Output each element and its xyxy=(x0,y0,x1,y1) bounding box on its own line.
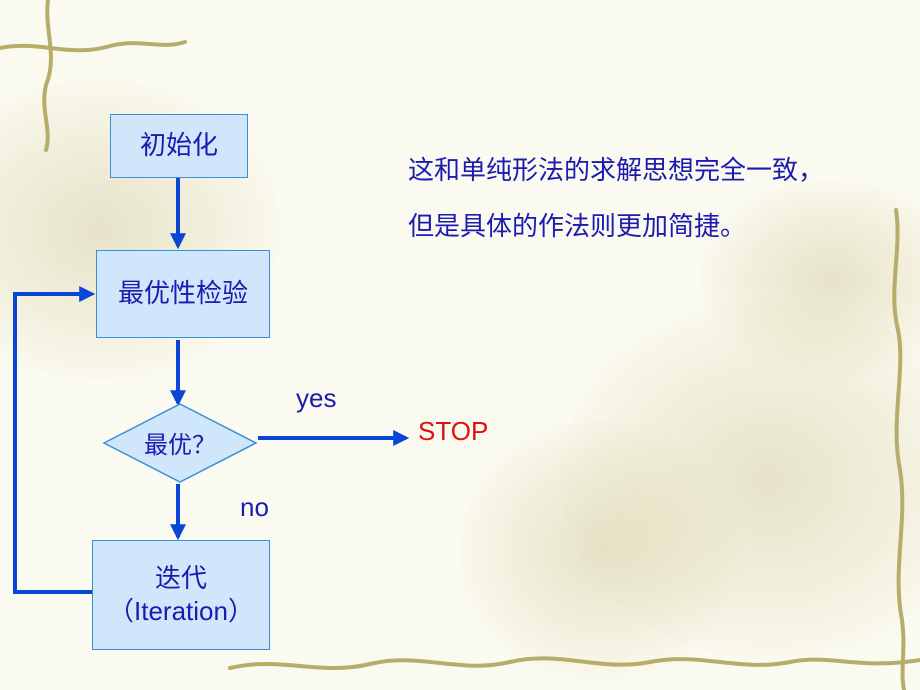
arrow-iterate-loop-back xyxy=(13,286,96,594)
decision-diamond xyxy=(102,403,258,483)
init-box: 初始化 xyxy=(110,114,248,178)
iterate-sublabel: （Iteration） xyxy=(108,596,254,626)
init-label: 初始化 xyxy=(139,130,218,161)
flow-arrows xyxy=(13,178,410,594)
note-line-2: 但是具体的作法则更加简捷。 xyxy=(408,212,747,242)
background-flower xyxy=(460,420,740,680)
iterate-label: 迭代 xyxy=(154,563,207,594)
note-line-1: 这和单纯形法的求解思想完全一致， xyxy=(408,156,825,186)
yes-label: yes xyxy=(296,383,337,413)
optimality-check-box: 最优性检验 xyxy=(96,250,270,338)
iterate-box: 迭代 （Iteration） xyxy=(92,540,270,650)
no-label: no xyxy=(240,492,269,522)
optimality-check-label: 最优性检验 xyxy=(117,278,248,309)
decision-label: 最优？ xyxy=(144,431,216,459)
background-flower xyxy=(700,180,920,380)
stop-label: STOP xyxy=(418,416,489,446)
